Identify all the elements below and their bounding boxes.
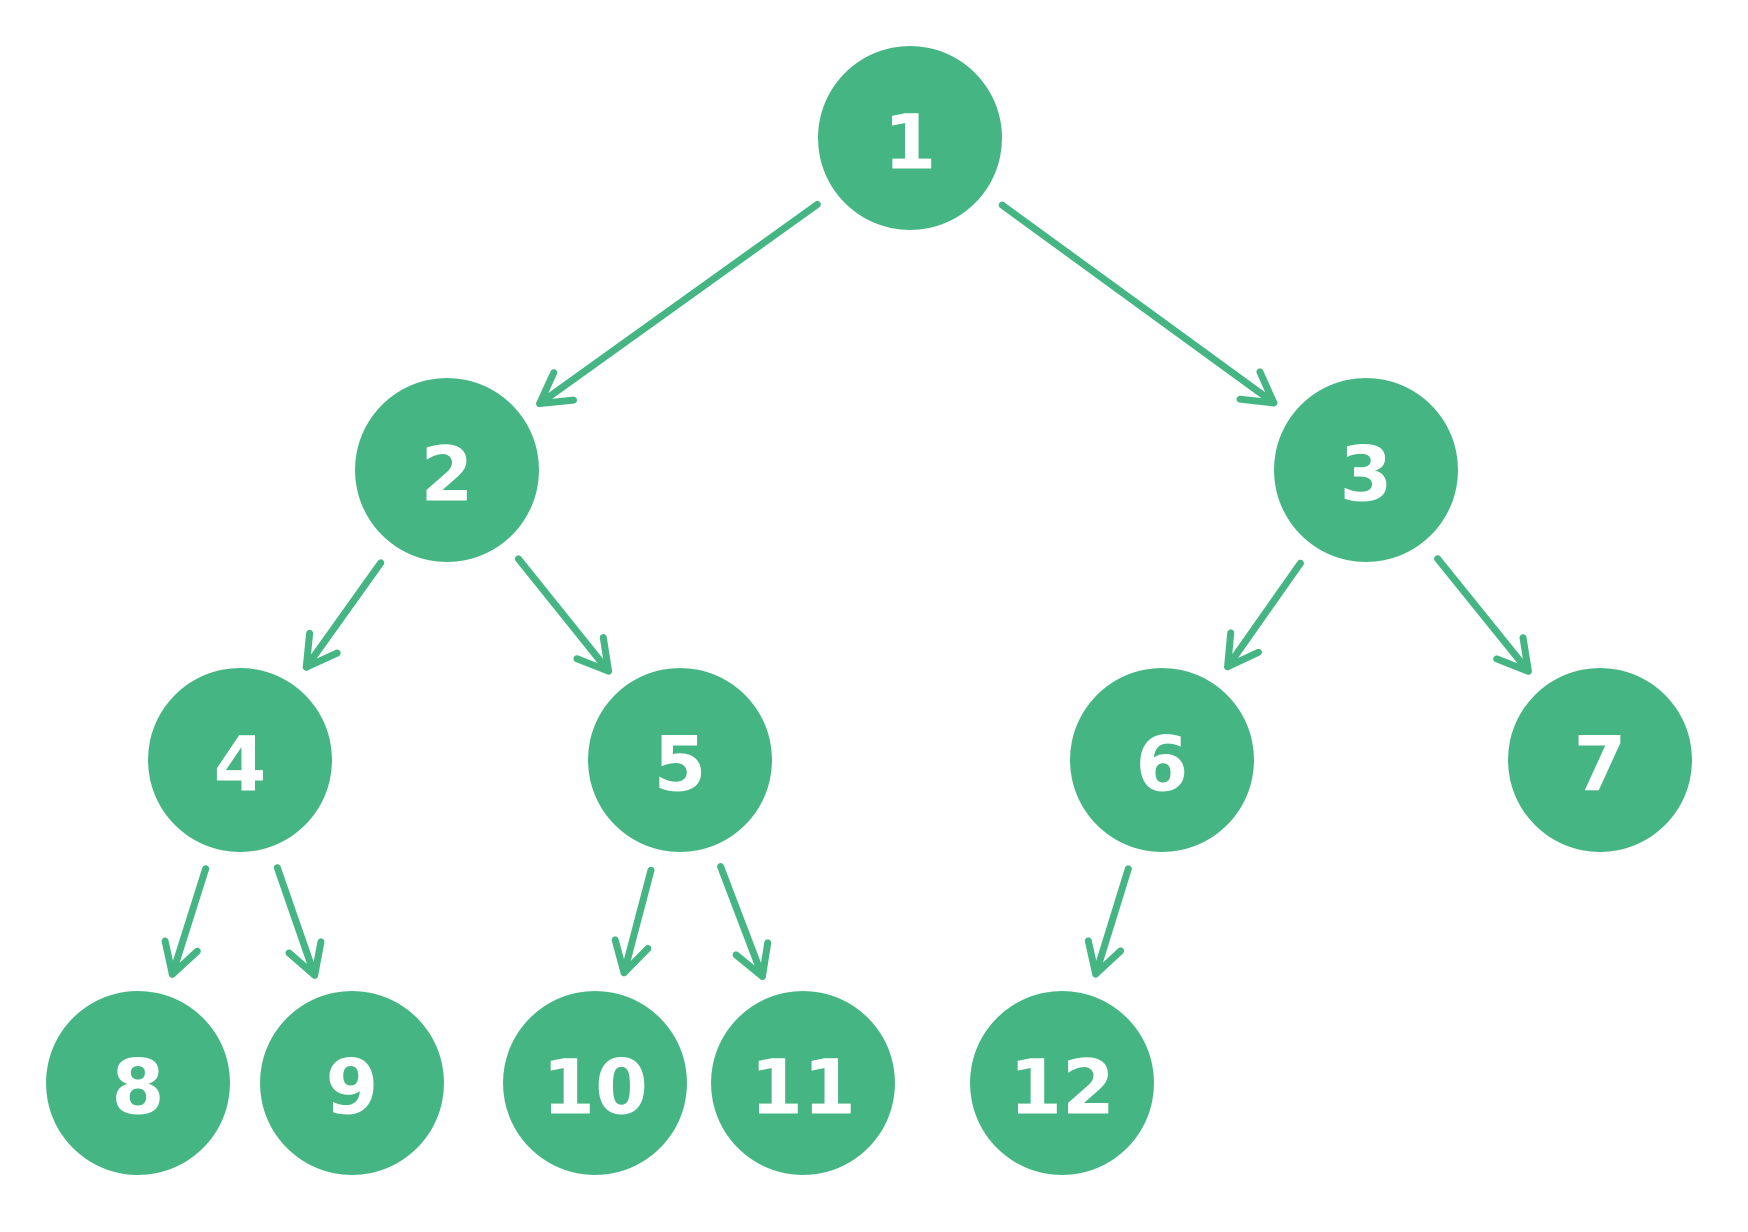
tree-node-7: 7 xyxy=(1508,668,1692,852)
edge-n5-n11 xyxy=(717,863,772,980)
edge-line xyxy=(1092,865,1132,978)
node-circle xyxy=(260,991,444,1175)
edge-n3-n6 xyxy=(1224,559,1304,671)
edge-line xyxy=(998,201,1278,407)
arrow-head-icon xyxy=(573,634,613,675)
edges-layer xyxy=(161,200,1532,980)
tree-node-9: 9 xyxy=(260,991,444,1175)
tree-node-10: 10 xyxy=(503,991,687,1175)
node-circle xyxy=(818,46,1002,230)
edge-line xyxy=(717,863,766,980)
node-circle xyxy=(503,991,687,1175)
edge-line xyxy=(536,200,821,408)
edge-n6-n12 xyxy=(1084,865,1132,978)
edge-line xyxy=(620,866,655,977)
tree-node-11: 11 xyxy=(711,991,895,1175)
node-label: 4 xyxy=(214,720,267,809)
arrow-head-icon xyxy=(1493,634,1532,675)
arrow-head-icon xyxy=(285,938,325,979)
node-label: 11 xyxy=(750,1043,856,1132)
node-circle xyxy=(46,991,230,1175)
edge-line xyxy=(1224,559,1304,671)
node-label: 12 xyxy=(1009,1043,1115,1132)
tree-node-12: 12 xyxy=(970,991,1154,1175)
node-circle xyxy=(148,668,332,852)
edge-line xyxy=(273,864,319,979)
node-circle xyxy=(1508,668,1692,852)
tree-node-4: 4 xyxy=(148,668,332,852)
arrow-head-icon xyxy=(302,629,341,671)
edge-n2-n5 xyxy=(514,555,613,675)
edge-n1-n3 xyxy=(998,201,1278,407)
edge-n4-n9 xyxy=(273,864,325,979)
node-circle xyxy=(355,378,539,562)
edge-n1-n2 xyxy=(536,200,821,408)
node-circle xyxy=(711,991,895,1175)
node-circle xyxy=(1274,378,1458,562)
edge-n3-n7 xyxy=(1434,555,1532,675)
edge-line xyxy=(514,555,613,675)
node-label: 3 xyxy=(1340,430,1393,519)
arrow-head-icon xyxy=(1224,629,1262,671)
tree-node-1: 1 xyxy=(818,46,1002,230)
tree-node-6: 6 xyxy=(1070,668,1254,852)
arrow-head-icon xyxy=(536,369,577,408)
node-label: 2 xyxy=(421,430,474,519)
node-label: 5 xyxy=(654,720,707,809)
tree-node-5: 5 xyxy=(588,668,772,852)
arrow-head-icon xyxy=(732,939,772,980)
node-label: 6 xyxy=(1136,720,1189,809)
edge-n4-n8 xyxy=(161,865,210,978)
arrow-head-icon xyxy=(161,937,201,978)
arrow-head-icon xyxy=(1236,368,1278,407)
node-circle xyxy=(1070,668,1254,852)
node-label: 10 xyxy=(542,1043,648,1132)
node-label: 9 xyxy=(326,1043,379,1132)
edge-n5-n10 xyxy=(611,866,655,977)
tree-node-3: 3 xyxy=(1274,378,1458,562)
edge-line xyxy=(1434,555,1532,675)
node-label: 1 xyxy=(884,98,937,187)
edge-n2-n4 xyxy=(302,559,385,671)
tree-node-8: 8 xyxy=(46,991,230,1175)
node-label: 8 xyxy=(112,1043,165,1132)
arrow-head-icon xyxy=(611,936,652,977)
arrow-head-icon xyxy=(1084,937,1125,978)
edge-line xyxy=(168,865,210,978)
node-circle xyxy=(588,668,772,852)
tree-node-2: 2 xyxy=(355,378,539,562)
node-circle xyxy=(970,991,1154,1175)
edge-line xyxy=(302,559,385,671)
node-label: 7 xyxy=(1574,720,1627,809)
